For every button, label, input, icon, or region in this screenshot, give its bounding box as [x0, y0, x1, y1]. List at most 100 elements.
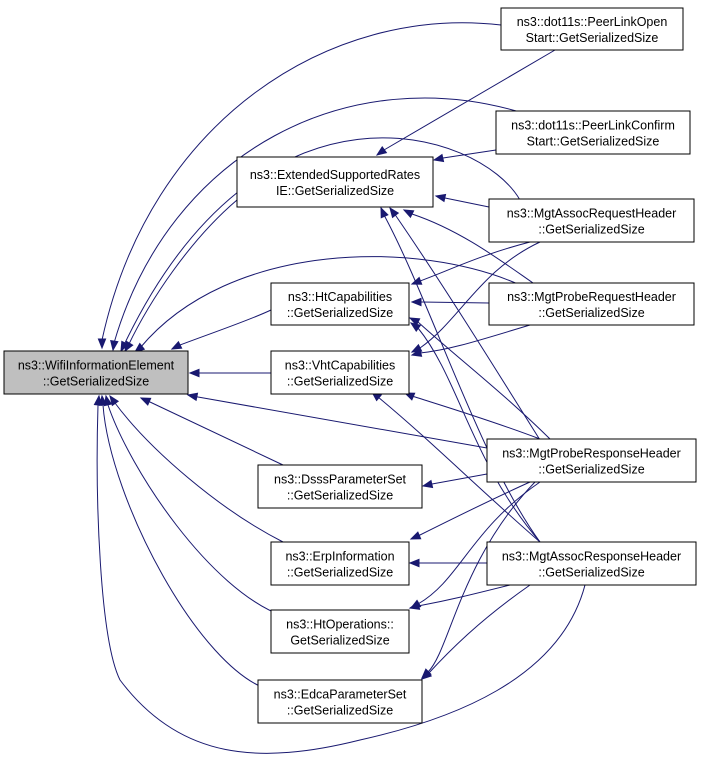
call-edge [408, 317, 551, 440]
edge-line [371, 391, 541, 543]
edge-line [411, 324, 531, 356]
edge-line [410, 481, 531, 540]
node-edca[interactable]: ns3::EdcaParameterSet::GetSerializedSize [257, 679, 423, 724]
node-label-line1: ns3::ExtendedSupportedRates [250, 168, 420, 182]
call-edge [409, 481, 531, 540]
node-htop[interactable]: ns3::HtOperations::GetSerializedSize [270, 609, 410, 654]
edge-line [411, 241, 531, 285]
node-box [270, 282, 410, 326]
arrowhead [188, 368, 200, 378]
node-plopen[interactable]: ns3::dot11s::PeerLinkOpenStart::GetSeria… [500, 7, 684, 51]
node-label-line2: Start::GetSerializedSize [527, 135, 660, 149]
edge-line [96, 395, 586, 754]
node-assocreq[interactable]: ns3::MgtAssocRequestHeader::GetSerialize… [488, 198, 695, 243]
edge-line [411, 241, 541, 353]
node-label-line1: ns3::HtOperations:: [286, 618, 394, 632]
call-edge [375, 49, 556, 156]
edge-line [124, 199, 238, 352]
node-probereq[interactable]: ns3::MgtProbeRequestHeader::GetSerialize… [488, 282, 695, 326]
node-label-line1: ns3::MgtProbeRequestHeader [507, 290, 676, 304]
call-edge [402, 209, 534, 284]
call-edge [434, 193, 490, 208]
node-label-line2: ::GetSerializedSize [287, 489, 393, 503]
edge-line [109, 395, 284, 543]
edge-line [404, 392, 541, 440]
node-box [488, 282, 695, 326]
node-label-line1: ns3::DsssParameterSet [274, 473, 407, 487]
node-label-line2: ::GetSerializedSize [538, 566, 644, 580]
call-edge [188, 368, 271, 378]
node-label-line1: ns3::MgtProbeResponseHeader [502, 447, 681, 461]
call-edge [421, 473, 488, 489]
node-label-line2: ::GetSerializedSize [538, 463, 644, 477]
node-label-line2: Start::GetSerializedSize [526, 31, 659, 45]
node-box [500, 7, 684, 51]
call-edge [110, 97, 524, 352]
call-edge [420, 584, 531, 680]
arrowhead [375, 145, 388, 156]
node-label-line1: ns3::VhtCapabilities [285, 359, 395, 373]
node-box [270, 609, 410, 654]
edge-line [171, 309, 272, 350]
edge-line [409, 317, 551, 440]
edge-line [101, 22, 502, 348]
node-label-line1: ns3::MgtAssocRequestHeader [507, 207, 677, 221]
arrowhead [380, 206, 389, 219]
edge-line [422, 473, 488, 487]
node-label-line2: ::GetSerializedSize [287, 375, 393, 389]
node-ext[interactable]: ns3::ExtendedSupportedRatesIE::GetSerial… [236, 156, 434, 208]
node-assocresp[interactable]: ns3::MgtAssocResponseHeader::GetSerializ… [486, 541, 697, 586]
node-label-line1: ns3::ErpInformation [285, 550, 394, 564]
arrowhead [410, 348, 423, 357]
node-plconf[interactable]: ns3::dot11s::PeerLinkConfirmStart::GetSe… [495, 110, 691, 155]
call-edge [403, 392, 541, 440]
node-box [486, 541, 697, 586]
node-proberesp[interactable]: ns3::MgtProbeResponseHeader::GetSerializ… [486, 438, 697, 483]
arrowhead [170, 340, 183, 350]
node-label-line2: ::GetSerializedSize [538, 306, 644, 320]
edge-line [421, 481, 536, 679]
node-box [236, 156, 434, 208]
node-label-line2: GetSerializedSize [290, 634, 389, 648]
arrowhead [93, 394, 103, 406]
node-box [486, 438, 697, 483]
arrowhead [97, 338, 107, 350]
node-wifi[interactable]: ns3::WifiInformationElement::GetSerializ… [3, 350, 189, 395]
call-edge [389, 206, 541, 441]
call-edge [139, 397, 284, 466]
call-edge [408, 584, 511, 610]
arrowhead [408, 601, 421, 610]
node-label-line2: ::GetSerializedSize [287, 306, 393, 320]
node-label-line2: ::GetSerializedSize [287, 566, 393, 580]
edges [93, 22, 586, 754]
node-box [495, 110, 691, 155]
node-box [3, 350, 189, 395]
call-edge [109, 394, 284, 543]
node-label-line2: ::GetSerializedSize [287, 704, 393, 718]
edge-line [101, 395, 271, 691]
arrowhead [421, 479, 434, 489]
edge-line [134, 256, 521, 353]
arrowhead [109, 394, 120, 407]
node-label-line1: ns3::EdcaParameterSet [274, 688, 407, 702]
call-edge [432, 149, 497, 163]
call-edge [170, 309, 272, 350]
node-box [257, 679, 423, 724]
edge-line [389, 207, 541, 441]
edge-line [412, 301, 490, 304]
node-dsss[interactable]: ns3::DsssParameterSet::GetSerializedSize [257, 464, 423, 509]
node-label-line1: ns3::MgtAssocResponseHeader [502, 550, 681, 564]
arrowhead [408, 317, 421, 327]
node-label-line2: ::GetSerializedSize [538, 223, 644, 237]
call-edge [410, 241, 531, 285]
node-vhtcap[interactable]: ns3::VhtCapabilities::GetSerializedSize [270, 350, 410, 395]
arrowhead [403, 392, 416, 401]
edge-line [187, 394, 488, 449]
node-erp[interactable]: ns3::ErpInformation::GetSerializedSize [270, 541, 410, 586]
arrowhead [410, 276, 423, 285]
node-htcap[interactable]: ns3::HtCapabilities::GetSerializedSize [270, 282, 410, 326]
arrowhead [409, 322, 422, 333]
call-edge [186, 392, 488, 449]
node-box [488, 198, 695, 243]
